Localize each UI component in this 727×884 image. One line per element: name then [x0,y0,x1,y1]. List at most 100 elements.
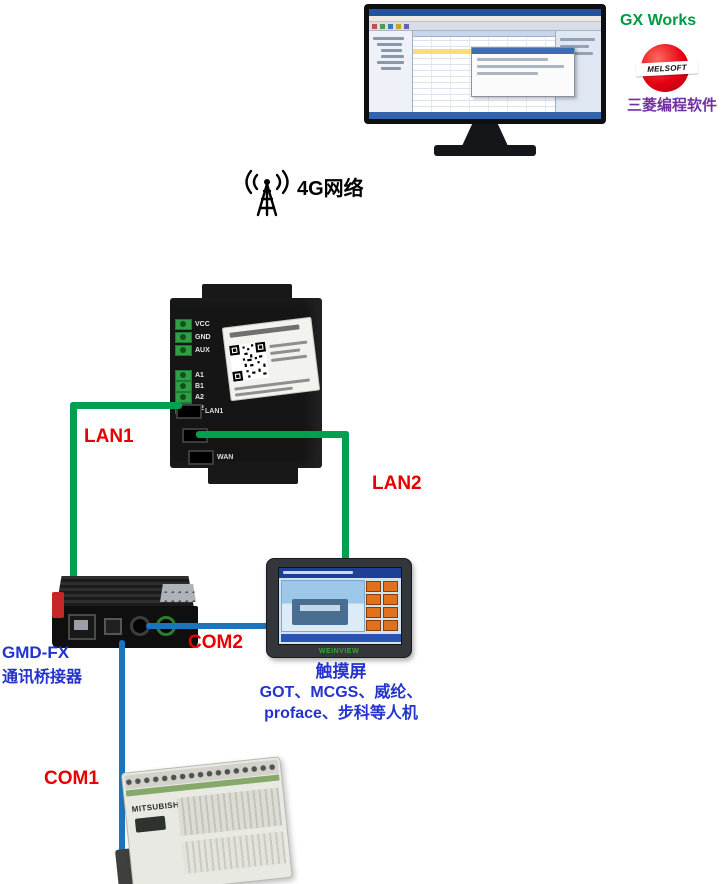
hmi-button [366,581,381,592]
qr-code [229,341,270,382]
lan2-cable-vertical [342,431,349,567]
terminal-row: A1 [175,370,204,381]
power-terminal-block: VCC GND AUX [175,318,211,357]
label-title-line [229,324,300,338]
terminal-screw [175,332,192,343]
lan2-connection-label: LAN2 [372,473,422,494]
hmi-button [366,607,381,618]
gmd-power-connector [52,592,64,618]
pc-monitor [364,4,606,156]
hmi-brands-line1: GOT、MCGS、威纶、 [259,684,423,701]
plc-vents-lower [181,831,287,874]
terminal-label: B1 [195,383,204,390]
gmd-serial-db9-connector [160,584,196,602]
device-mount-tab-bottom [208,466,298,484]
lan1-cable-horizontal [70,402,182,409]
gmd-fx-device [52,576,198,650]
terminal-screw [175,370,192,381]
software-side-panel [555,31,601,112]
side-item [560,52,594,55]
software-workspace [369,31,601,112]
gx-works-label: GX Works [620,12,697,29]
gmd-usb-port [104,618,122,635]
antenna-4g-icon [245,169,289,217]
network-4g-label: 4G网络 [297,178,364,200]
terminal-label: A2 [195,394,204,401]
monitor-screen [369,9,601,119]
device-info-label [221,316,321,402]
side-item [560,38,596,41]
terminal-screw [175,381,192,392]
software-dialog [471,47,575,97]
label-text-line [269,340,308,349]
hmi-screen-graphic [281,580,365,632]
monitor-stand-neck [462,124,508,146]
terminal-label: AUX [195,347,210,354]
hmi-brand-logo: WEINVIEW [318,648,360,655]
melsoft-logo-band: MELSOFT [635,60,699,77]
software-toolbar [369,22,601,31]
terminal-screw [175,392,192,403]
software-title-bar [369,9,601,16]
terminal-screw [175,319,192,330]
serial-terminal-block: A1 B1 A2 B2 [175,370,204,414]
com2-cable [146,623,274,629]
toolbar-icon [388,23,393,29]
dialog-text-line [477,65,564,68]
software-menu-bar [369,16,601,22]
dialog-title-bar [472,48,574,54]
grid-header [413,31,555,37]
monitor-frame [364,4,606,124]
hmi-machine-graphic [292,599,348,625]
plc-display-window [134,815,167,833]
hmi-brands-line2: proface、步科等人机 [264,705,418,722]
melsoft-logo: MELSOFT [635,44,699,92]
hmi-button-grid [365,580,399,632]
terminal-row: A2 [175,392,204,403]
din-bridge-device: VCC GND AUX A1 B1 [170,284,322,484]
software-project-tree [369,31,413,112]
label-text-line [270,348,301,356]
melsoft-logo-text: MELSOFT [646,62,688,75]
gmd-name-label: GMD-FX [2,643,70,662]
tree-item [373,37,405,40]
plc-vents-upper [176,787,283,837]
plc-body: MITSUBISHI [120,756,293,884]
toolbar-icon [380,23,385,29]
mitsubishi-software-cn-label: 三菱编程软件 [627,97,718,114]
hmi-touchscreen: WEINVIEW [266,558,412,658]
tree-item [381,49,403,52]
com1-cable [119,640,125,854]
tree-item [381,67,401,70]
monitor-stand-base [434,145,536,156]
label-text-line [271,354,308,362]
com1-connection-label: COM1 [44,768,99,789]
hmi-button [383,581,398,592]
terminal-row: VCC [175,318,211,331]
dialog-text-line [477,58,549,61]
hmi-button [366,594,381,605]
terminal-row: AUX [175,344,211,357]
tree-item [377,43,403,46]
gmd-desc-label: 通讯桥接器 [2,669,83,686]
gmd-caption: GMD-FX 通讯桥接器 [2,643,114,687]
hmi-title-label: 触摸屏 [315,662,367,681]
plc-brand-label: MITSUBISHI [131,799,183,815]
software-status-bar [369,112,601,119]
terminal-label: GND [195,334,211,341]
hmi-button [383,594,398,605]
lan2-cable-horizontal [196,431,349,438]
wan-port-slot [188,450,214,465]
toolbar-icon [372,23,377,29]
lan1-cable-vertical [70,402,77,598]
software-grid-area [413,31,575,112]
tree-item [381,55,405,58]
terminal-row: GND [175,331,211,344]
lan1-connection-label: LAN1 [84,426,134,447]
mitsubishi-plc: MITSUBISHI [114,756,294,884]
hmi-button [383,607,398,618]
wan-port-label: WAN [217,454,234,461]
com2-connection-label: COM2 [188,632,243,653]
hmi-caption: 触摸屏 GOT、MCGS、威纶、 proface、步科等人机 [228,657,454,724]
